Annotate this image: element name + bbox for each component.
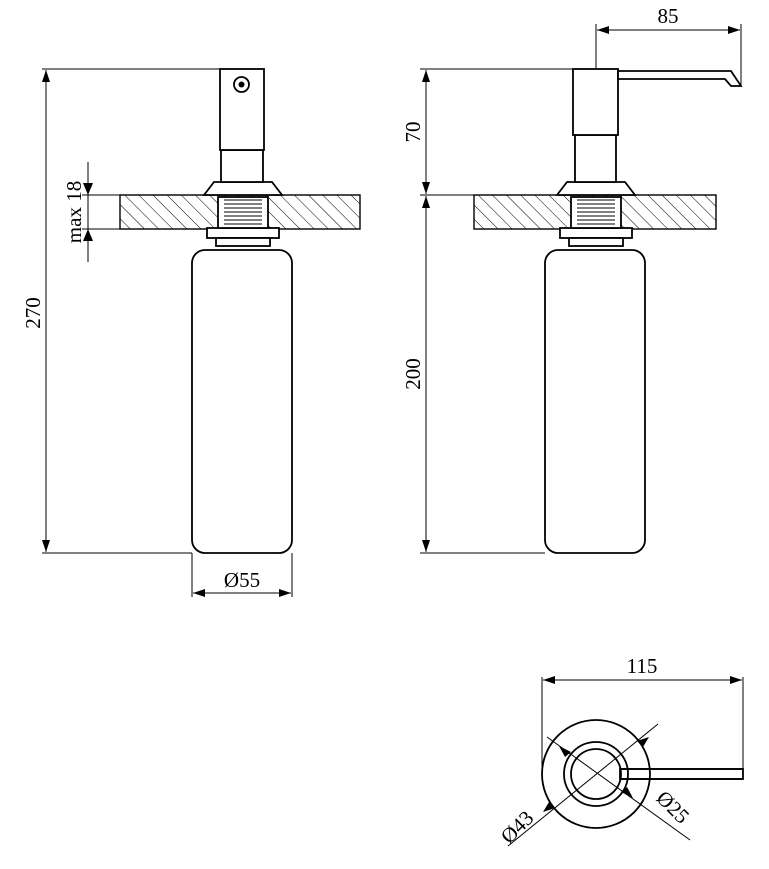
dim-label-d43: Ø43 <box>496 806 539 849</box>
side-pump-head <box>572 68 619 136</box>
dim-line-d25 <box>546 736 691 841</box>
dim-label-85: 85 <box>658 4 679 28</box>
front-flange <box>202 181 284 196</box>
dim-label-270: 270 <box>21 297 45 329</box>
side-lower-nut <box>559 227 633 239</box>
side-spout <box>617 70 743 87</box>
front-collar <box>220 149 264 183</box>
dim-line-d43 <box>507 723 659 847</box>
front-spout-hole <box>233 76 250 93</box>
front-pump-head <box>219 68 265 151</box>
top-view: 115 Ø43 Ø25 <box>496 654 744 849</box>
front-lower-nut <box>206 227 280 239</box>
side-bottle <box>544 249 646 554</box>
side-flange <box>555 181 637 196</box>
side-thread-lines <box>577 199 615 225</box>
dim-label-115: 115 <box>627 654 658 678</box>
front-view: 270 max 18 Ø55 <box>21 68 361 597</box>
front-bottle-neck <box>215 237 271 247</box>
top-head-circle <box>563 741 629 807</box>
dim-label-d55: Ø55 <box>224 568 260 592</box>
top-spout <box>619 768 744 780</box>
dim-label-d25: Ø25 <box>652 786 695 829</box>
dim-label-70: 70 <box>401 122 425 143</box>
side-view: 85 70 200 <box>401 4 743 554</box>
dim-label-max18: max 18 <box>62 181 86 243</box>
side-collar <box>574 134 617 183</box>
side-bottle-neck <box>568 237 624 247</box>
dim-label-200: 200 <box>401 358 425 390</box>
front-thread-lines <box>224 199 262 225</box>
front-bottle <box>191 249 293 554</box>
